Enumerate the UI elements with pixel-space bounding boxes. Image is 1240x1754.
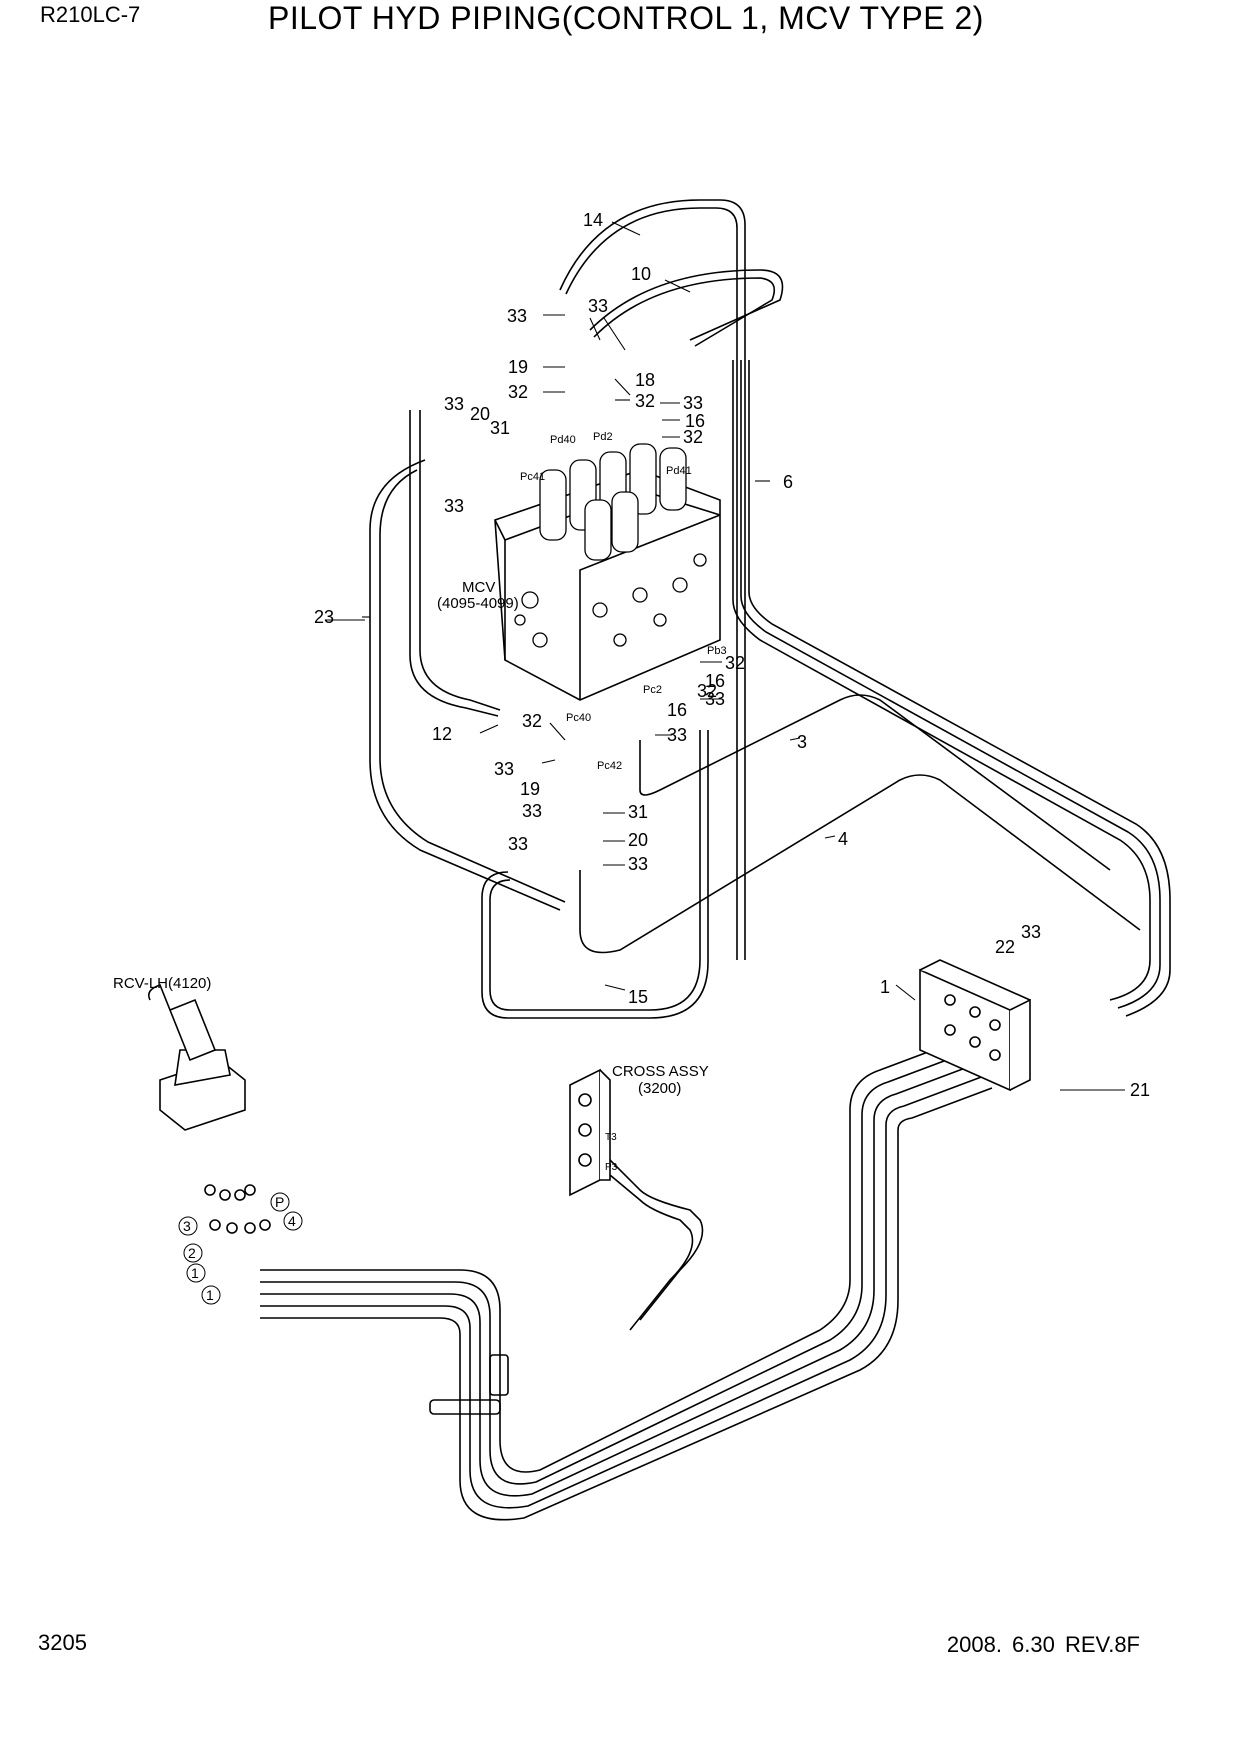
callout-15: 15 <box>628 987 648 1007</box>
rcv-joystick <box>147 984 271 1234</box>
cross-assy <box>569 1068 611 1197</box>
callout-20-a: 20 <box>470 404 490 424</box>
callout-10: 10 <box>631 264 651 284</box>
mcv-valve-block <box>494 443 721 701</box>
callout-16-c: 16 <box>667 700 687 720</box>
model-number: R210LC-7 <box>40 2 141 27</box>
callout-31-b: 31 <box>628 802 648 822</box>
rcv-port-marker-p: P <box>270 1192 290 1212</box>
rcv-port-marker-1b: 1 <box>201 1285 221 1305</box>
port-pc41: Pc41 <box>520 471 545 483</box>
callout-18: 18 <box>635 370 655 390</box>
callout-33-i: 33 <box>628 854 648 874</box>
svg-text:P: P <box>275 1194 284 1210</box>
rcv-label: RCV-LH(4120) <box>113 975 211 992</box>
callout-32-a: 32 <box>508 382 528 402</box>
callout-23: 23 <box>314 607 334 627</box>
callout-33-e: 33 <box>444 496 464 516</box>
callout-32-b: 32 <box>635 391 655 411</box>
mcv-label: MCV <box>462 579 495 596</box>
port-pc42: Pc42 <box>597 760 622 772</box>
callout-33-b: 33 <box>588 296 608 316</box>
port-pd2: Pd2 <box>593 431 613 443</box>
svg-text:3: 3 <box>183 1218 191 1234</box>
callout-33-l: 33 <box>1021 922 1041 942</box>
pilot-block-1 <box>919 959 1031 1092</box>
cross-port-p3: P3 <box>605 1162 618 1173</box>
callout-33-h: 33 <box>508 834 528 854</box>
diagram-title: PILOT HYD PIPING(CONTROL 1, MCV TYPE 2) <box>268 0 984 36</box>
page-number: 3205 <box>38 1630 87 1655</box>
svg-text:1: 1 <box>206 1287 214 1303</box>
port-pc2: Pc2 <box>643 684 662 696</box>
callout-32-f: 32 <box>697 681 717 701</box>
callout-31-a: 31 <box>490 418 510 438</box>
callout-19-b: 19 <box>520 779 540 799</box>
callout-32-e: 32 <box>725 653 745 673</box>
rcv-port-marker-2: 2 <box>183 1243 203 1263</box>
cross-assy-label: CROSS ASSY <box>612 1063 709 1080</box>
svg-text:1: 1 <box>191 1265 199 1281</box>
svg-text:4: 4 <box>288 1213 296 1229</box>
callout-16-a: 16 <box>685 411 705 431</box>
port-pd41: Pd41 <box>666 465 692 477</box>
callout-33-a: 33 <box>507 306 527 326</box>
callout-22: 22 <box>995 937 1015 957</box>
cross-assy-code: (3200) <box>638 1080 681 1097</box>
callout-3: 3 <box>797 732 807 752</box>
callout-33-k: 33 <box>667 725 687 745</box>
callout-33-d: 33 <box>444 394 464 414</box>
mcv-code: (4095-4099) <box>437 595 519 612</box>
callout-19-a: 19 <box>508 357 528 377</box>
port-pc40: Pc40 <box>566 712 591 724</box>
callout-20-b: 20 <box>628 830 648 850</box>
callout-14: 14 <box>583 210 603 230</box>
rcv-port-marker-1a: 1 <box>186 1263 206 1283</box>
port-pb3: Pb3 <box>707 645 727 657</box>
date-revision: 2008. 6.30 REV.8F <box>946 1632 1140 1657</box>
callout-4: 4 <box>838 829 848 849</box>
rcv-port-marker-3: 3 <box>178 1216 198 1236</box>
callout-32-c: 32 <box>683 427 703 447</box>
callout-32-d: 32 <box>522 711 542 731</box>
rcv-port-marker-4: 4 <box>283 1211 303 1231</box>
callout-21: 21 <box>1130 1080 1150 1100</box>
cross-port-t3: T3 <box>605 1132 617 1143</box>
port-pd40: Pd40 <box>550 434 576 446</box>
callout-33-f: 33 <box>494 759 514 779</box>
callout-12: 12 <box>432 724 452 744</box>
svg-text:2: 2 <box>188 1245 196 1261</box>
callout-16-b: 16 <box>705 671 725 691</box>
callout-33-j: 33 <box>705 689 725 709</box>
callout-33-c: 33 <box>683 393 703 413</box>
callout-33-g: 33 <box>522 801 542 821</box>
callout-6: 6 <box>783 472 793 492</box>
callout-1: 1 <box>880 977 890 997</box>
